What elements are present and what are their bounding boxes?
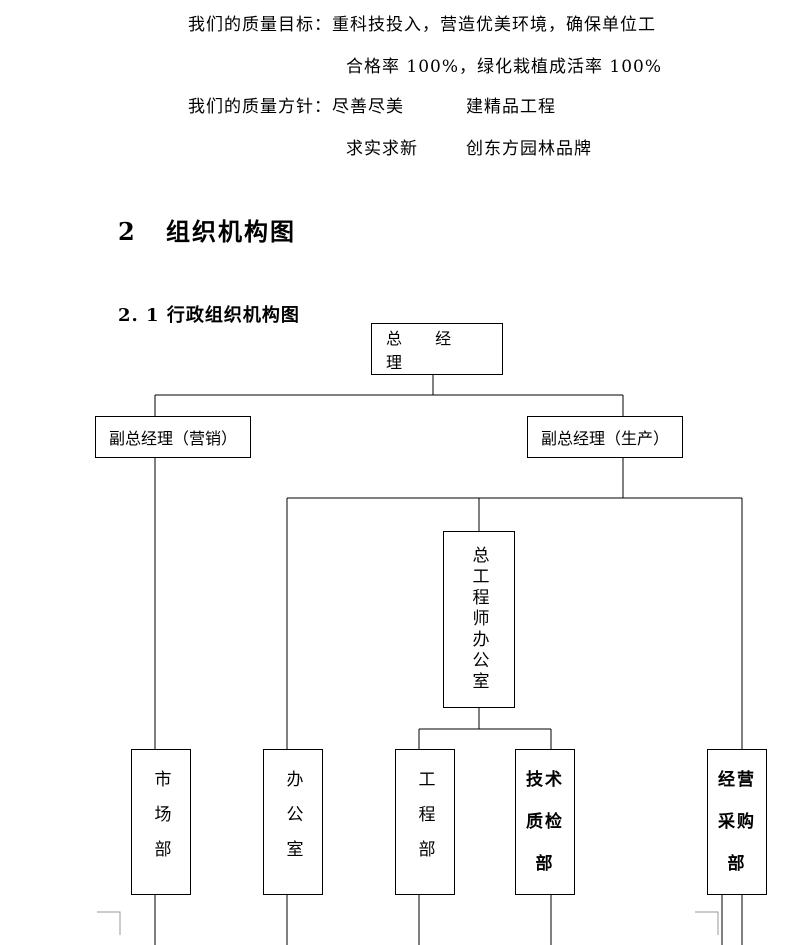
box-general-manager: 总 经 理 [371, 323, 503, 375]
chief-engineer-office-label: 总工程师办公室 [468, 546, 489, 693]
corner-mark-right [695, 911, 719, 935]
quality-policy-label: 我们的质量方针： [188, 97, 332, 117]
engineering-dept-label: 工程部 [414, 769, 435, 875]
box-vp-production: 副总经理（生产） [527, 416, 683, 458]
subsection-heading: 2. 1 行政组织机构图 [118, 305, 300, 326]
box-engineering-dept: 工程部 [395, 749, 455, 895]
section-title: 组织机构图 [166, 217, 296, 246]
quality-goal-label: 我们的质量目标： [188, 15, 332, 35]
purchase-dept-label: 经营采购部 [718, 770, 756, 874]
section-heading: 2 组织机构图 [118, 212, 296, 247]
box-chief-engineer-office: 总工程师办公室 [443, 531, 515, 708]
quality-policy-a1: 尽善尽美 [332, 97, 404, 117]
quality-goal-text-2: 合格率 100%，绿化栽植成活率 100% [346, 57, 663, 77]
tech-qc-dept-label: 技术质检部 [526, 770, 564, 874]
box-tech-qc-dept: 技术质检部 [515, 749, 575, 895]
box-office: 办公室 [263, 749, 323, 895]
office-label: 办公室 [282, 769, 303, 875]
market-dept-label: 市场部 [150, 769, 171, 875]
quality-goal-line: 我们的质量目标：重科技投入，营造优美环境，确保单位工 [188, 10, 656, 35]
box-vp-sales: 副总经理（营销） [95, 416, 251, 458]
section-number: 2 [118, 217, 137, 246]
quality-policy-b1: 求实求新 [346, 139, 418, 159]
box-market-dept: 市场部 [131, 749, 191, 895]
quality-goal-text-1: 重科技投入，营造优美环境，确保单位工 [332, 15, 656, 35]
box-purchase-dept: 经营采购部 [707, 749, 767, 895]
quality-policy-line: 我们的质量方针：尽善尽美 [188, 92, 404, 117]
quality-policy-b2: 创东方园林品牌 [466, 139, 592, 159]
quality-policy-a2: 建精品工程 [466, 97, 556, 117]
corner-mark-left [97, 911, 121, 935]
